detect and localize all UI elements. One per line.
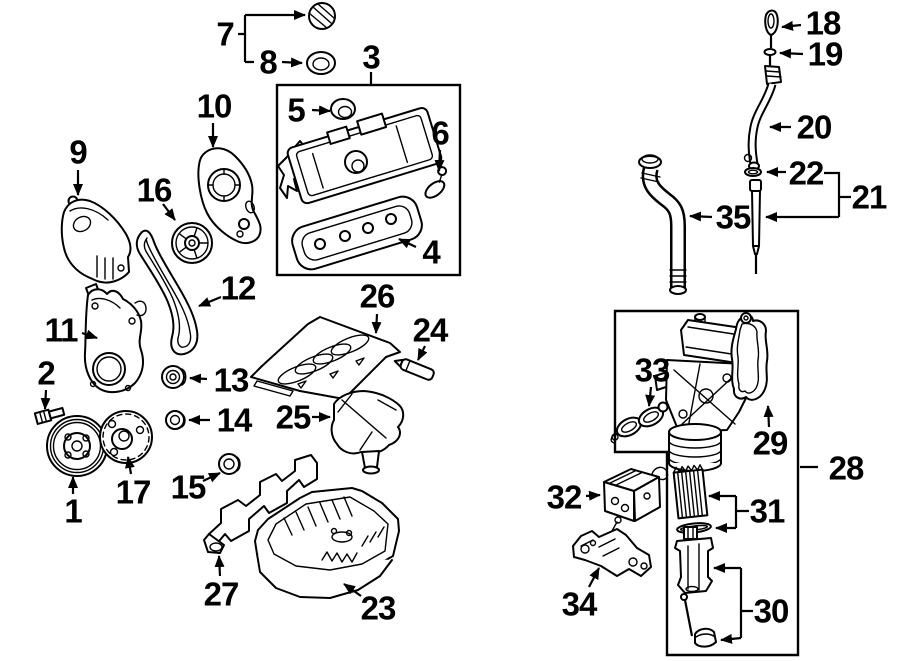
callout-23[interactable]: 23	[360, 589, 397, 627]
part-pcv-valve	[424, 166, 448, 199]
callout-17[interactable]: 17	[115, 473, 152, 511]
callout-8[interactable]: 8	[259, 43, 277, 81]
callout-26[interactable]: 26	[359, 277, 396, 315]
part-baffle-plate	[250, 316, 401, 400]
oil-filter-group-box	[613, 309, 800, 657]
valve-cover-group-box	[275, 83, 462, 277]
callout-1[interactable]: 1	[64, 492, 82, 530]
part-tensioner-pulley	[171, 222, 213, 264]
part-bushing	[165, 410, 186, 430]
callout-9[interactable]: 9	[69, 133, 87, 171]
part-engine-cover	[277, 106, 443, 205]
callout-33[interactable]: 33	[634, 351, 671, 389]
callout-31[interactable]: 31	[749, 492, 786, 530]
part-dipstick-seal	[763, 48, 777, 66]
part-small-cap	[330, 98, 356, 120]
part-crank-bolt	[33, 406, 66, 425]
part-cap-seal	[306, 51, 336, 75]
part-heat-shield	[203, 454, 318, 554]
callout-12[interactable]: 12	[220, 269, 257, 307]
part-oil-jet	[393, 358, 435, 381]
callout-11[interactable]: 11	[44, 311, 79, 349]
callout-25[interactable]: 25	[275, 398, 312, 436]
part-upper-timing-cover	[60, 195, 132, 284]
callout-22[interactable]: 22	[788, 154, 825, 192]
part-timing-belt	[135, 229, 199, 356]
callout-27[interactable]: 27	[203, 575, 240, 613]
callout-13[interactable]: 13	[213, 361, 250, 399]
callout-3[interactable]: 3	[362, 38, 380, 76]
part-housing-gasket	[730, 312, 769, 401]
callout-7[interactable]: 7	[216, 15, 234, 53]
part-filter-cap	[674, 526, 717, 648]
callout-28[interactable]: 28	[828, 449, 865, 487]
callout-15[interactable]: 15	[170, 468, 207, 506]
callout-6[interactable]: 6	[431, 114, 449, 152]
part-small-roller	[218, 453, 241, 475]
callout-18[interactable]: 18	[805, 4, 842, 42]
callout-20[interactable]: 20	[796, 108, 833, 146]
part-tube-oring	[744, 167, 762, 177]
part-small-gaskets	[610, 401, 669, 444]
part-oil-pump	[330, 390, 405, 475]
callout-14[interactable]: 14	[216, 401, 253, 439]
part-dipstick-rod	[749, 179, 762, 274]
part-valve-cover-gasket	[291, 195, 423, 271]
part-breather-hose	[638, 154, 687, 295]
callout-24[interactable]: 24	[412, 311, 449, 349]
part-oil-cooler	[603, 466, 669, 522]
part-dipstick-handle	[764, 9, 779, 48]
part-idler-roller	[161, 365, 187, 389]
callout-19[interactable]: 19	[807, 35, 844, 73]
callout-30[interactable]: 30	[753, 592, 790, 630]
part-crank-pulley	[46, 415, 108, 477]
callout-29[interactable]: 29	[752, 424, 789, 462]
callout-35[interactable]: 35	[715, 198, 752, 236]
part-filter-element	[672, 464, 709, 520]
callout-4[interactable]: 4	[422, 233, 440, 271]
part-crank-timing-gear	[99, 410, 153, 464]
leader-lines	[40, 10, 851, 644]
callout-16[interactable]: 16	[136, 171, 173, 209]
part-rear-timing-plate	[197, 147, 262, 245]
part-cooler-bracket	[572, 516, 652, 577]
callout-2[interactable]: 2	[37, 354, 55, 392]
callout-10[interactable]: 10	[196, 87, 233, 125]
part-oil-filler-cap	[308, 2, 336, 30]
callout-21[interactable]: 21	[851, 178, 888, 216]
part-dipstick-tube	[743, 65, 782, 171]
part-lower-timing-cover	[83, 283, 147, 394]
callout-5[interactable]: 5	[287, 91, 305, 129]
callout-34[interactable]: 34	[561, 585, 598, 623]
part-oil-pan	[254, 487, 400, 599]
callout-32[interactable]: 32	[546, 478, 583, 516]
